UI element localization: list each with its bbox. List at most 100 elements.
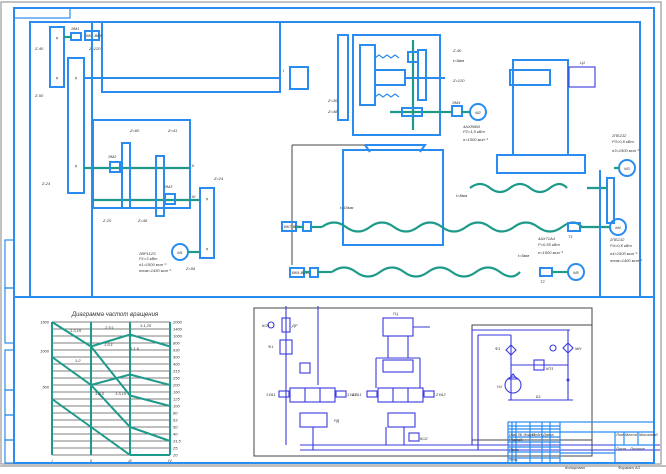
speed-ray xyxy=(90,384,131,428)
motor-label: М5 xyxy=(573,270,579,275)
svg-text:P2=1,5 кВт: P2=1,5 кВт xyxy=(463,129,485,134)
svg-text:nном=1400 мин⁻¹: nном=1400 мин⁻¹ xyxy=(610,258,643,263)
hydraulic-label: Б1 xyxy=(536,394,541,399)
manometer xyxy=(562,342,574,354)
solenoid-2ya1 xyxy=(366,390,378,398)
svg-text:Изм.: Изм. xyxy=(509,432,518,437)
speed-tick-label: 315 xyxy=(173,369,180,374)
motor-m5-spec: 4АХ71А4 P=0,55 кВт n=1500 мин⁻¹ xyxy=(538,236,564,255)
worm-gear xyxy=(401,107,423,117)
clutch-em4 xyxy=(451,105,463,117)
speed-shaft-label: III xyxy=(128,458,132,463)
clutch-em6 xyxy=(309,267,319,278)
motor-m3-spec: 2ПБ132 P3=0,8 кВт n3=1500 мин⁻¹ xyxy=(611,133,640,153)
shaft-label: I xyxy=(283,68,285,73)
gear-label: Z=60 xyxy=(129,128,140,133)
hydraulic-label: Ф1 xyxy=(268,344,273,349)
screw-label: t=5мм xyxy=(453,58,464,63)
clutch-housing xyxy=(352,34,441,136)
gear-label: Z=24 xyxy=(213,176,224,181)
svg-text:×: × xyxy=(206,247,209,253)
svg-text:P=0,55 кВт: P=0,55 кВт xyxy=(538,242,560,247)
clutch-em5 xyxy=(302,221,312,232)
svg-text:n=1500 мин⁻¹: n=1500 мин⁻¹ xyxy=(463,137,489,142)
svg-text:Разраб.: Разраб. xyxy=(509,437,523,442)
hydraulic-label: КО1 xyxy=(262,323,270,328)
motor-m1-spec: 2ВР112S P1=3 кВт n1=1500 мин⁻¹ nном=1430… xyxy=(138,251,172,273)
speed-ratio-label: 1:3,15 xyxy=(115,391,127,396)
speed-ratio-label: 1:2,5 xyxy=(95,391,105,396)
sensor-label: ВК1-ВК6 xyxy=(86,33,103,38)
clutch-label: ЭМ4 xyxy=(452,100,461,105)
speed-ray xyxy=(90,426,131,456)
gear-block-2 xyxy=(121,142,131,209)
gear-label: Z-50 xyxy=(34,93,44,98)
gear-label: Z=120 xyxy=(452,78,465,83)
speed-tick-label: 100 xyxy=(173,404,180,409)
svg-text:n=1500 мин⁻¹: n=1500 мин⁻¹ xyxy=(538,250,564,255)
hydraulic-label: 1YA2 xyxy=(347,392,357,397)
brake-label: Т2 xyxy=(540,279,545,284)
lead-screw-1 xyxy=(469,182,568,194)
lead-screw-2 xyxy=(321,221,583,233)
sheet-inner-frame xyxy=(13,7,655,464)
pressure-switch-2 xyxy=(408,432,420,442)
gear-label: Z=30 xyxy=(327,98,338,103)
lead-screw-3 xyxy=(331,266,521,278)
svg-text:×: × xyxy=(75,76,78,82)
svg-text:×: × xyxy=(75,164,78,170)
svg-text:×: × xyxy=(206,197,209,203)
svg-text:№ докум.: № докум. xyxy=(518,432,536,437)
motor-label: М3 xyxy=(624,166,630,171)
gear-label: Z=120 xyxy=(88,46,101,51)
directional-valve-1 xyxy=(289,387,336,403)
motor-m2-spec: 4АХ80В4 P2=1,5 кВт n=1500 мин⁻¹ xyxy=(463,124,489,142)
gear-block-4 xyxy=(199,187,215,259)
clutch-em3 xyxy=(164,193,176,205)
hydraulic-cylinder-c1 xyxy=(568,66,596,88)
check-valve xyxy=(267,321,275,329)
gear-block-1 xyxy=(49,26,65,88)
speed-ratio-label: 2,5:1 xyxy=(104,325,114,330)
speed-left-label: 500 xyxy=(42,385,49,390)
speed-left-label: 1500 xyxy=(40,320,50,325)
svg-text:Лит.: Лит. xyxy=(615,432,625,437)
brake-label: Т1 xyxy=(568,234,573,239)
sensor-label: ВК9-ВК10 xyxy=(292,270,311,275)
speed-ray xyxy=(90,373,131,386)
speed-tick-label: 200 xyxy=(172,383,180,388)
pressure-switch xyxy=(299,362,311,374)
speed-tick-label: 80 xyxy=(173,411,178,416)
speed-diagram-rays xyxy=(51,321,171,456)
motor-m2 xyxy=(469,103,487,121)
reducing-valve-2 xyxy=(387,412,416,428)
speed-ratio-label: 1:1,25 xyxy=(140,323,152,328)
speed-ray xyxy=(51,321,92,348)
hydraulic-label: КО2 xyxy=(420,436,428,441)
svg-text:×: × xyxy=(56,36,59,42)
speed-ray xyxy=(129,426,171,442)
svg-text:Копировал: Копировал xyxy=(565,465,586,470)
svg-text:n4=1500 мин⁻¹: n4=1500 мин⁻¹ xyxy=(610,251,638,256)
clutch-label: ЭМ2 xyxy=(108,154,117,159)
svg-text:Формат А3: Формат А3 xyxy=(618,465,641,470)
speed-shaft-label: I xyxy=(51,458,53,463)
gear-label: Z=48 xyxy=(137,218,148,223)
gear-label: Z=56 xyxy=(185,266,196,271)
screw-label: t=5мм xyxy=(518,253,529,258)
gear-label: Z-24 xyxy=(41,181,51,186)
speed-tick-label: 630 xyxy=(173,348,180,353)
svg-text:Листов: Листов xyxy=(629,446,645,451)
gear-label: Z-20 xyxy=(102,218,112,223)
svg-text:2ВР112S: 2ВР112S xyxy=(138,251,156,256)
clutch-em2 xyxy=(109,161,121,173)
speed-shaft-label: II xyxy=(90,458,93,463)
speed-tick-label: 2000 xyxy=(172,320,183,325)
spindle-gear xyxy=(67,57,85,194)
motor-m4 xyxy=(609,218,627,236)
svg-text:Лист: Лист xyxy=(615,446,627,451)
speed-tick-label: 1400 xyxy=(173,327,183,332)
filter xyxy=(279,339,293,355)
hydraulic-label: Н1 xyxy=(497,384,502,389)
